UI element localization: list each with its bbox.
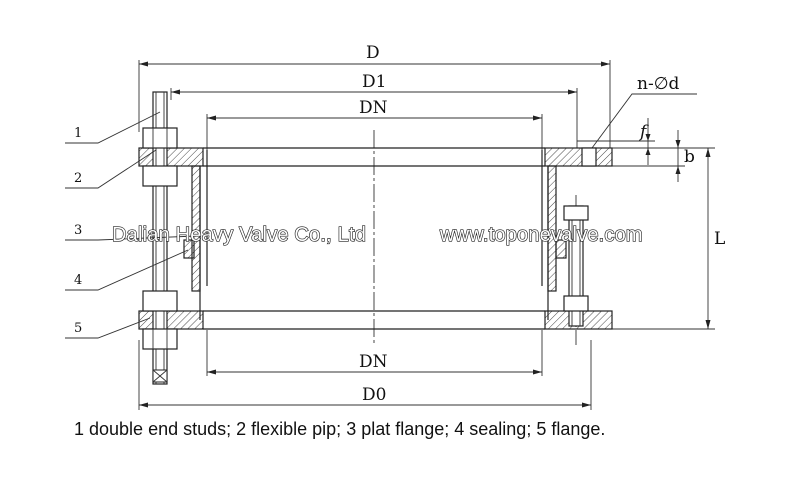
watermark-company: Dalian Heavy Valve Co., Ltd: [112, 224, 366, 246]
callout-3: 3: [74, 223, 82, 238]
dim-bolt-holes: n-∅d: [637, 74, 680, 94]
callout-5: 5: [74, 321, 82, 336]
pipe-body: [183, 150, 567, 320]
dimension-labels: D D1 DN DN D0 n-∅d f b L: [359, 43, 725, 405]
right-stud: [563, 205, 589, 327]
parts-legend-caption: 1 double end studs; 2 flexible pip; 3 pl…: [74, 419, 606, 439]
callout-2: 2: [74, 171, 82, 186]
watermarks: Dalian Heavy Valve Co., Ltd www.toponeva…: [111, 223, 643, 246]
dim-b: b: [684, 147, 695, 167]
watermark-website: www.toponevalve.com: [439, 224, 643, 246]
callout-numbers: 1 2 3 4 5: [74, 126, 82, 336]
callout-1: 1: [74, 126, 82, 141]
dim-DN-top: DN: [359, 98, 388, 118]
upper-flange: [138, 147, 613, 167]
dim-D0: D0: [362, 385, 386, 405]
lower-flange: [138, 310, 613, 330]
callout-leaders: [65, 111, 197, 339]
dim-f: f: [638, 122, 649, 142]
dim-L: L: [714, 229, 725, 249]
callout-4: 4: [74, 273, 82, 288]
left-stud: [142, 91, 178, 385]
dimension-lines: [138, 60, 715, 410]
dim-DN-bottom: DN: [359, 352, 388, 372]
dim-D: D: [366, 43, 380, 63]
dim-D1: D1: [362, 72, 386, 92]
